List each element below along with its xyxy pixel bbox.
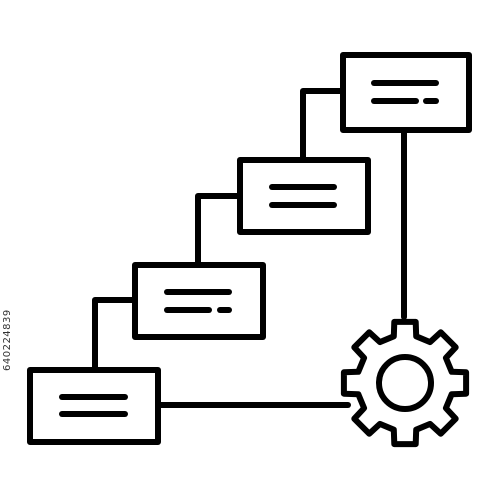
connector-line xyxy=(195,193,243,268)
step-box-4 xyxy=(340,52,472,133)
step-box-1 xyxy=(27,367,161,445)
connector-line xyxy=(300,88,346,163)
stock-id-label: 640224839 xyxy=(2,309,13,371)
step-box-2 xyxy=(132,262,266,340)
gear-icon xyxy=(340,318,470,448)
step-box-3 xyxy=(237,157,371,235)
connector-line xyxy=(92,297,138,373)
